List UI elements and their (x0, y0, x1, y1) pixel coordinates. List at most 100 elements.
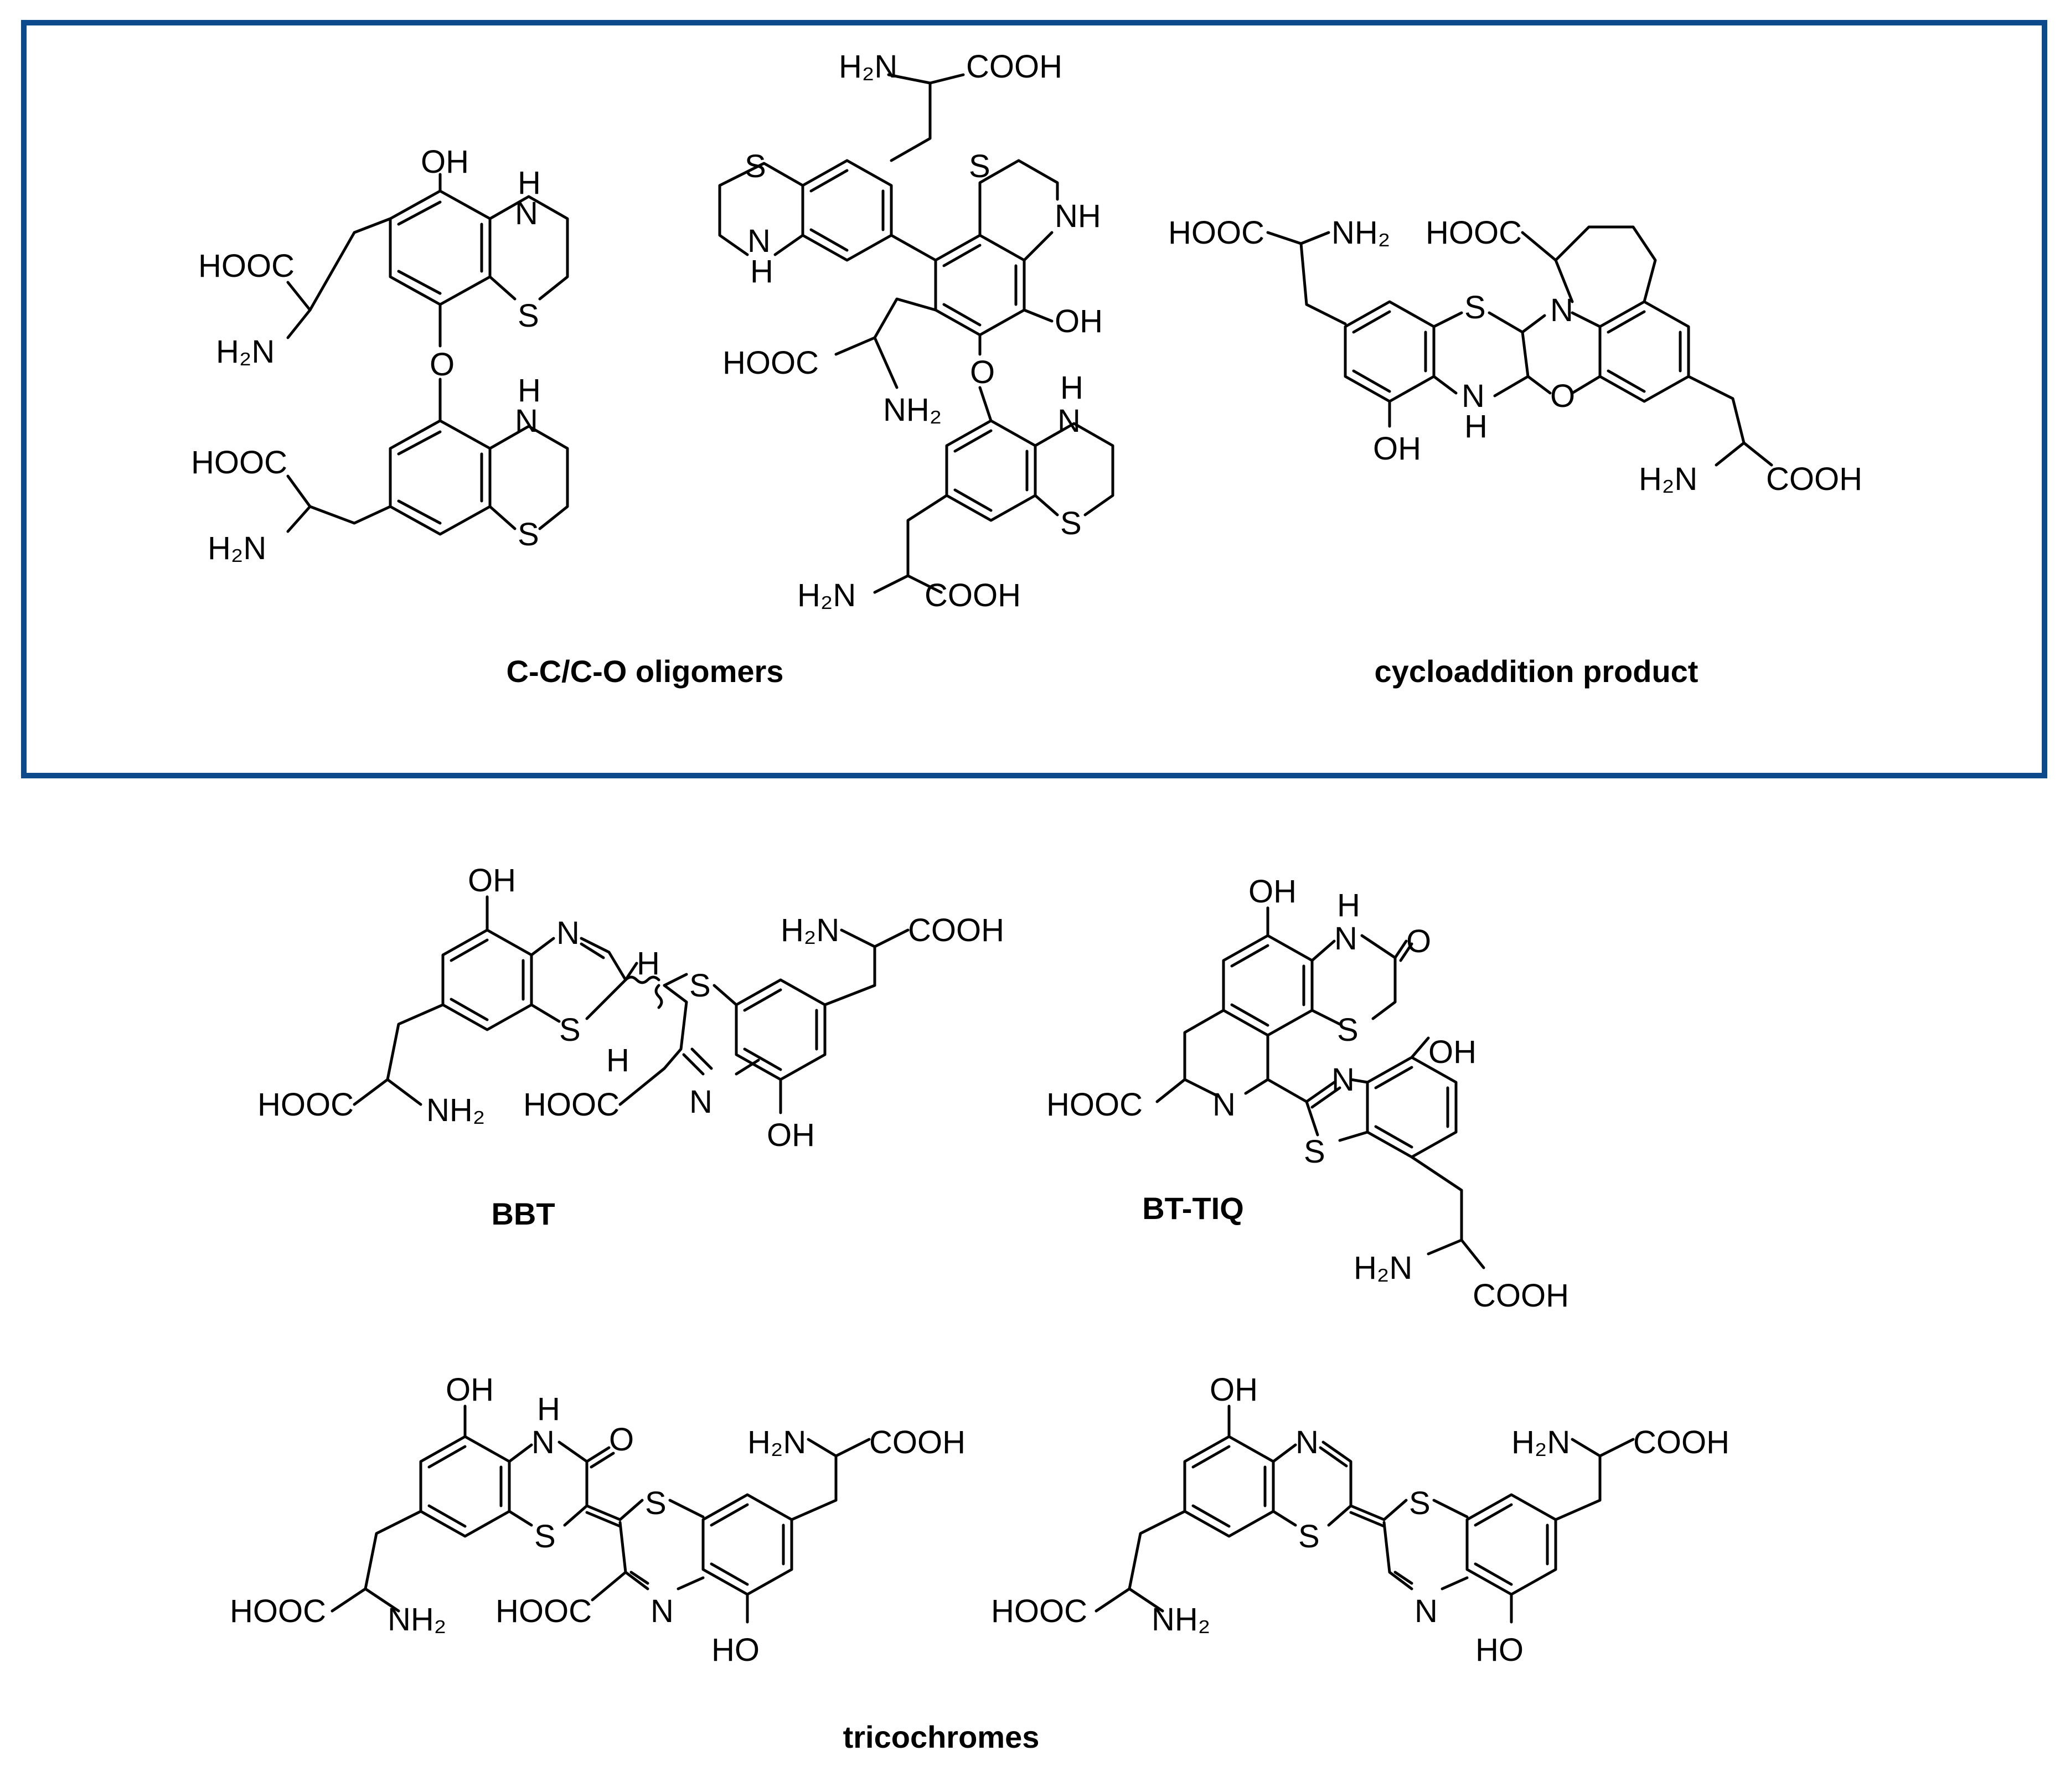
bond (1432, 311, 1463, 328)
bond (1272, 1443, 1297, 1463)
bond (682, 1053, 705, 1076)
benzene-ring (945, 419, 1037, 522)
ring (1554, 225, 1657, 303)
bond (1374, 1066, 1413, 1089)
benzene-ring (389, 189, 492, 306)
atom-label: HOOC (1046, 1087, 1143, 1123)
bond (508, 1443, 533, 1463)
atom-label: H₂N (797, 577, 856, 613)
benzene-ring (1183, 1435, 1275, 1538)
bond (1393, 939, 1408, 959)
bond (530, 937, 555, 957)
bond (1230, 944, 1269, 968)
side-chain (1095, 1510, 1186, 1613)
atom-label: HOOC (523, 1087, 620, 1123)
bond (1191, 1445, 1231, 1469)
atom-label: COOH (1766, 461, 1862, 497)
bond (1474, 1562, 1513, 1586)
atom-label: HOOC (230, 1593, 326, 1629)
atom-label: N (689, 1084, 713, 1120)
bond (585, 1446, 611, 1463)
atom-label: NH₂ (388, 1602, 446, 1638)
bond (618, 1067, 666, 1106)
atom-label: NH₂ (1331, 215, 1390, 251)
atom-label: S (1060, 505, 1082, 541)
bond (286, 281, 312, 312)
atom-label: OH (767, 1117, 815, 1153)
label-tricochromes: tricochromes (843, 1719, 1040, 1754)
bond (1571, 1438, 1602, 1458)
atom-label: S (1409, 1485, 1431, 1521)
benzene-ring (1222, 934, 1314, 1037)
bond (585, 1511, 622, 1528)
bond (1183, 1078, 1220, 1098)
bond (585, 1504, 622, 1521)
benzene-ring (1465, 1493, 1557, 1596)
ring (580, 937, 627, 1020)
bond (1266, 1078, 1308, 1103)
atom-label: N (747, 223, 771, 259)
bond (1393, 1571, 1413, 1585)
bond (1410, 1036, 1430, 1059)
bond (807, 1438, 838, 1458)
thiazine-ring (1034, 422, 1114, 517)
bond (1191, 1504, 1231, 1528)
bond (629, 1571, 649, 1585)
bond (1432, 1499, 1469, 1519)
side-chain (873, 297, 937, 339)
benzene-ring (934, 234, 1026, 337)
atom-label: HOOC (257, 1087, 354, 1123)
bond (942, 244, 982, 267)
ring (1360, 934, 1397, 1020)
benzene-ring (389, 419, 492, 536)
atom-label: S (689, 968, 711, 1004)
bond (1607, 369, 1646, 393)
atom-label: NH (1055, 198, 1101, 234)
atom-label: O (1406, 923, 1431, 959)
ring (1155, 1009, 1225, 1103)
atom-label: N (1414, 1593, 1438, 1629)
thiazine-ring (978, 159, 1059, 237)
thiazine-ring (488, 425, 569, 530)
wavy-bond (654, 984, 663, 1009)
bt-tiq-structure: OH H N O S HOOC N N S OH H₂N COOH (1046, 874, 1569, 1314)
side-chain (308, 505, 392, 525)
atom-label: COOH (925, 577, 1021, 613)
atom-label: H (537, 1391, 560, 1427)
atom-label: OH (1248, 874, 1297, 910)
bond (1230, 1003, 1269, 1027)
bond (840, 928, 876, 948)
bond (1460, 1238, 1485, 1269)
side-chain (890, 81, 932, 162)
side-chain (906, 494, 948, 577)
bond (834, 1438, 871, 1458)
bond (1349, 1511, 1386, 1528)
benzene-ring (701, 1493, 793, 1596)
atom-label: S (1298, 1519, 1320, 1555)
thiazine-ring (718, 162, 804, 256)
bond (1374, 1125, 1413, 1149)
bond (591, 1571, 627, 1602)
bond (386, 1078, 422, 1106)
atom-label: COOH (966, 49, 1062, 85)
atom-label: H (750, 254, 773, 290)
bond (1349, 1504, 1386, 1521)
oligomers-panel (21, 20, 2047, 778)
bond (1310, 1009, 1341, 1026)
bond (1310, 939, 1336, 962)
side-chain (331, 1510, 422, 1613)
bond (580, 942, 605, 959)
atom-label: HOOC (191, 445, 287, 481)
atom-label: S (518, 517, 539, 552)
bond (1474, 1503, 1513, 1527)
bond (1526, 375, 1552, 395)
bond (1427, 1238, 1463, 1256)
bond (488, 505, 517, 530)
bond (1034, 494, 1059, 517)
bond (1382, 1499, 1408, 1521)
atom-label: N (515, 195, 538, 231)
atom-label: H₂N (208, 530, 266, 566)
atom-label: H (1337, 887, 1360, 923)
atom-label: N (651, 1593, 674, 1629)
atom-label: NH₂ (426, 1092, 485, 1128)
